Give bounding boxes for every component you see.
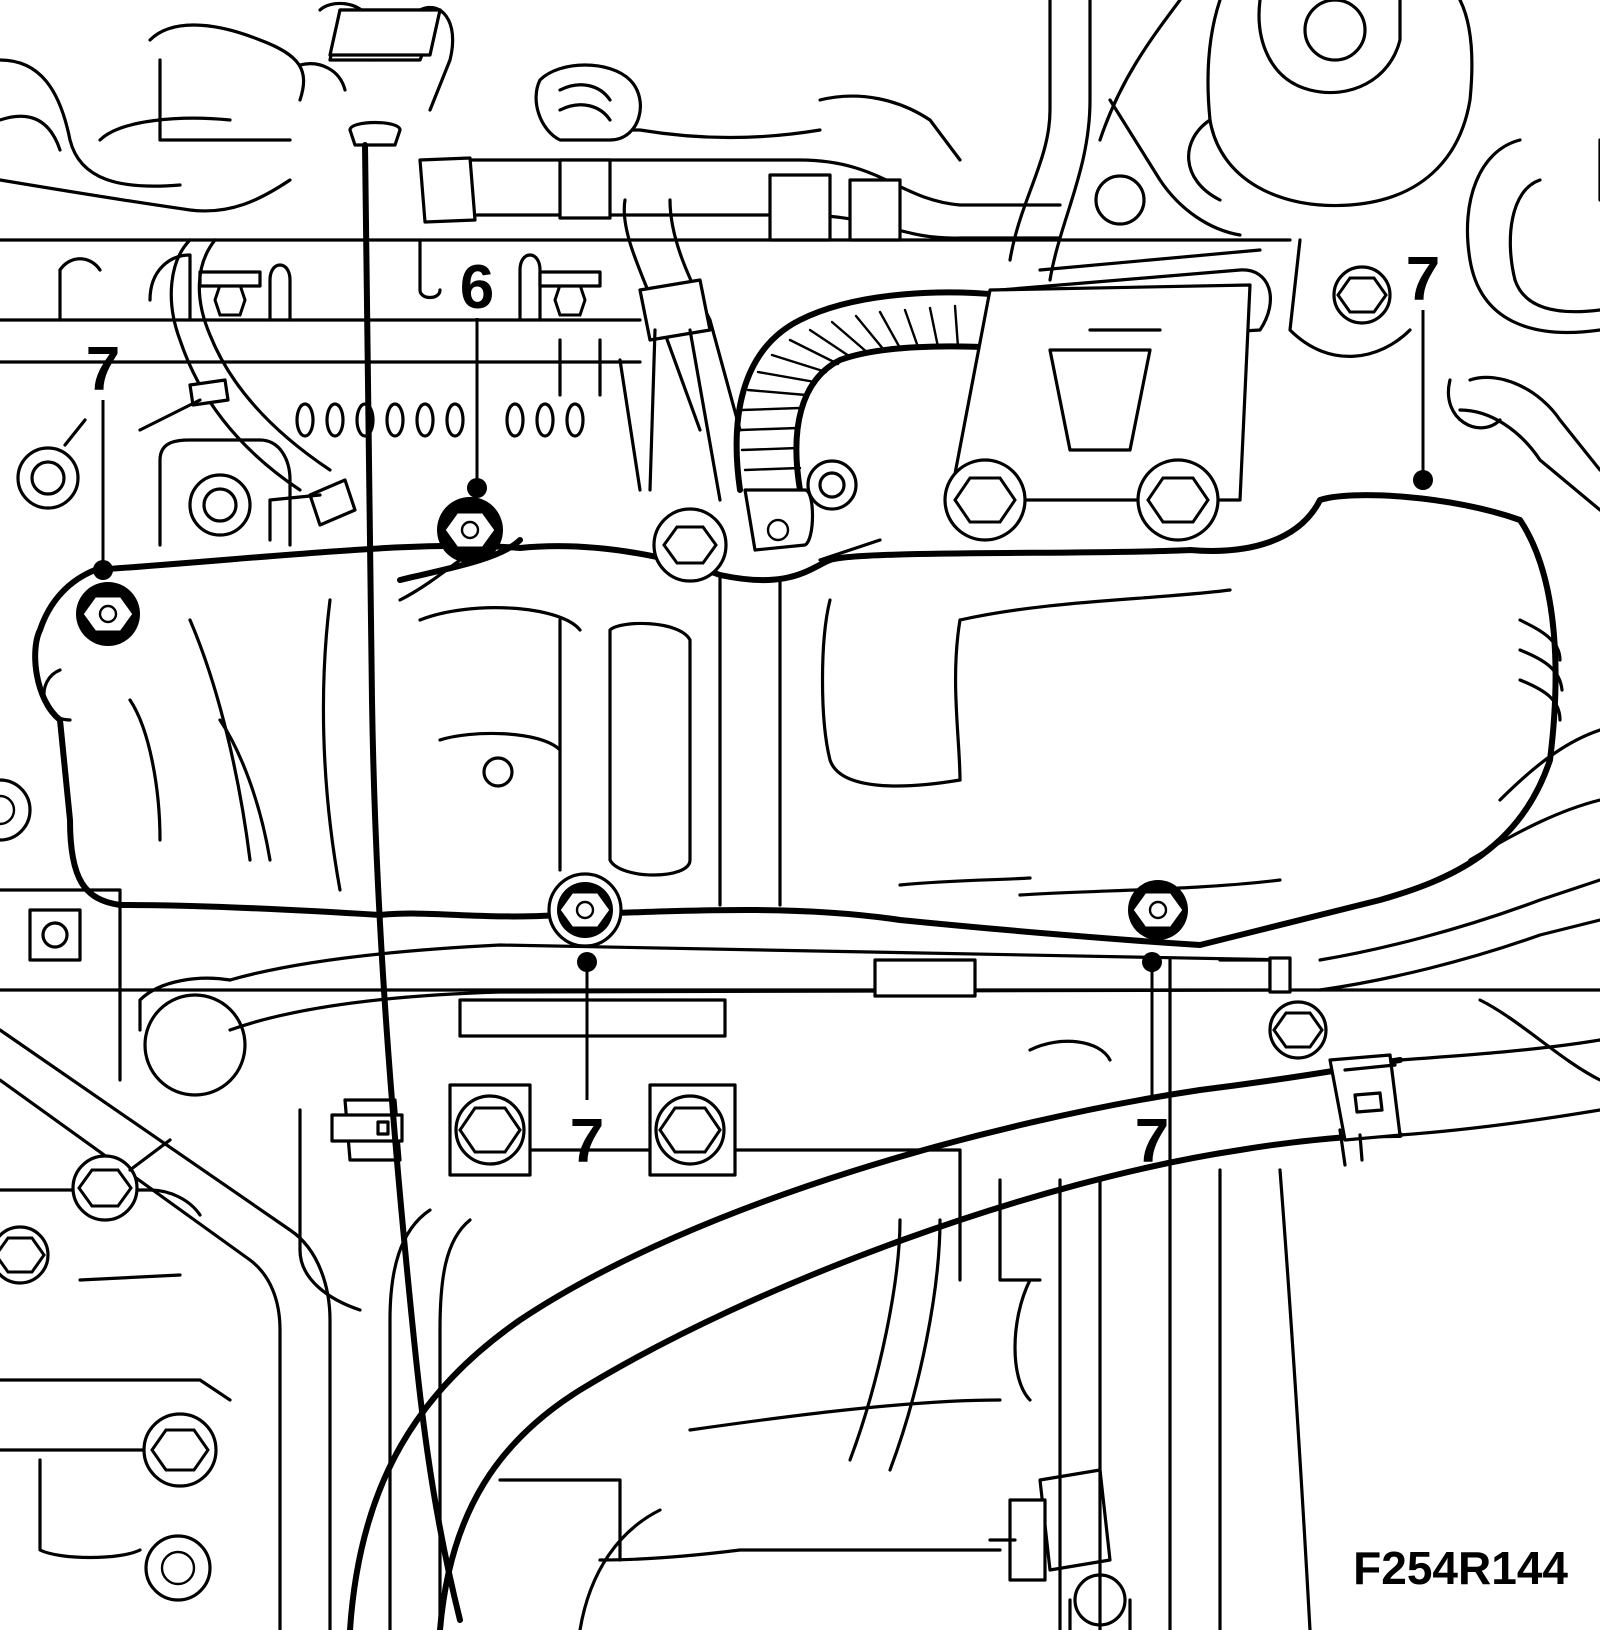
- callout-7-top-right: 7: [1406, 245, 1440, 490]
- callout-6-label: 6: [460, 253, 494, 322]
- nut-bottom-center: [547, 872, 623, 948]
- nut-callout-6: [397, 497, 523, 583]
- stud-nut-center: [652, 488, 815, 583]
- callout-7-top-right-label: 7: [1406, 245, 1440, 314]
- callout-7-top-left: 7: [86, 335, 120, 580]
- callout-7-bottom-right: 7: [1135, 952, 1169, 1176]
- callout-7-bottom-center: 7: [570, 952, 604, 1176]
- lower-left-washer: [143, 993, 247, 1097]
- lower-left-bolt-4: [144, 1534, 212, 1602]
- left-mid-washer: [0, 778, 32, 842]
- dipstick-tube: [298, 8, 463, 1623]
- callout-7-bottom-right-label: 7: [1135, 1107, 1169, 1176]
- lower-left-bolt-2: [0, 1225, 50, 1285]
- lower-left-bolt-3: [142, 1412, 218, 1488]
- callouts: 6 7 7 7 7: [86, 245, 1440, 1176]
- bracket-bolt-right: [1136, 458, 1220, 542]
- fastener-bolts: [0, 265, 1392, 1602]
- figure-id: F254R144: [1353, 1542, 1568, 1594]
- callout-7-top-left-label: 7: [86, 335, 120, 404]
- lower-bolt-right: [648, 1083, 737, 1177]
- nut-top-left: [76, 582, 140, 646]
- nut-bottom-right: [1128, 880, 1188, 940]
- lower-left-bolt-1: [71, 1138, 172, 1222]
- top-right-bolt: [1332, 265, 1392, 325]
- lower-bolt-left: [448, 1083, 532, 1177]
- bracket-bolt-left: [943, 458, 1027, 542]
- lower-right-bolt: [1268, 1000, 1328, 1060]
- callout-7-bottom-center-label: 7: [570, 1107, 604, 1176]
- callout-6: 6: [460, 253, 494, 498]
- heat-shield: [32, 492, 1564, 948]
